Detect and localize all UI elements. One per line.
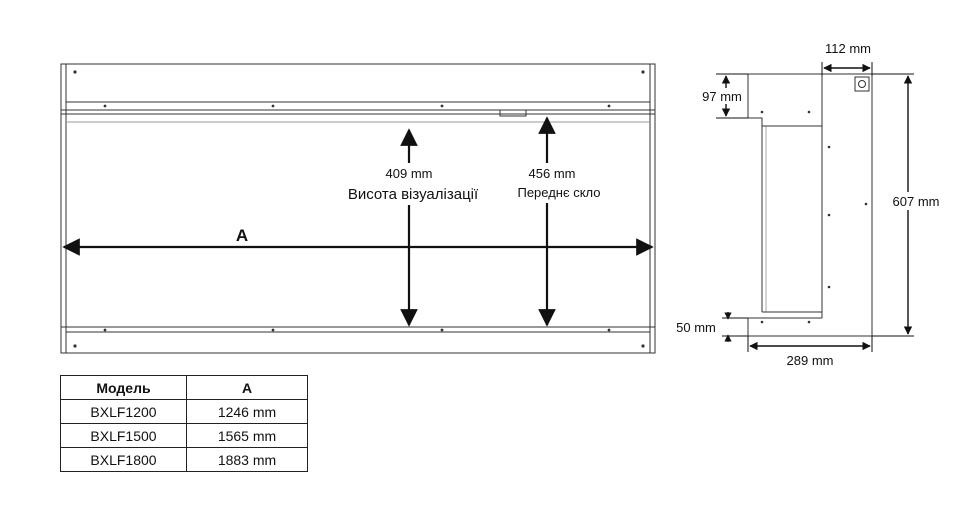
dim-top-depth-label: 112 mm [825,41,871,56]
front-view [60,63,656,354]
model-dimension-table: Модель A BXLF1200 1246 mm BXLF1500 1565 … [60,375,308,472]
front-outer-frame [60,63,656,354]
table-row: BXLF1500 1565 mm [60,423,308,448]
dim-visual-caption: Висота візуалізації [348,186,479,203]
side-bracket-plate [854,76,870,92]
table-cell-a: 1883 mm [186,447,308,472]
table-cell-a: 1246 mm [186,399,308,424]
table-header-row: Модель A [60,375,308,400]
dim-total-height-label-bg [888,192,946,210]
dim-a-label: A [236,226,248,245]
dim-top-height-label-bg [696,88,744,104]
dim-bottom-height-label: 50 mm [676,320,716,335]
dim-top-height-label: 97 mm [702,89,742,104]
side-base-outline [747,318,872,337]
table-cell-model: BXLF1500 [60,423,187,448]
dim-total-height-label: 607 mm [893,194,940,209]
table-row: BXLF1200 1246 mm [60,399,308,424]
dim-glass-label-bg [505,163,610,203]
table-header-model: Модель [60,375,187,400]
side-front-step [748,117,763,312]
table-header-a: A [186,375,308,400]
table-row: BXLF1800 1883 mm [60,447,308,472]
side-upper-outline [748,73,823,122]
front-sensor-tab [499,109,527,117]
dim-visual-label-bg [330,163,490,205]
side-bracket-screw-icon [858,80,866,88]
dim-glass-caption: Переднє скло [517,185,600,200]
table-cell-model: BXLF1800 [60,447,187,472]
table-cell-model: BXLF1200 [60,399,187,424]
dim-glass-value: 456 mm [529,166,576,181]
dim-visual-value: 409 mm [386,166,433,181]
dim-total-depth-label: 289 mm [787,353,834,368]
side-screw-dots [760,110,868,324]
table-cell-a: 1565 mm [186,423,308,448]
side-view [747,73,873,337]
front-screw-dots [73,70,645,348]
